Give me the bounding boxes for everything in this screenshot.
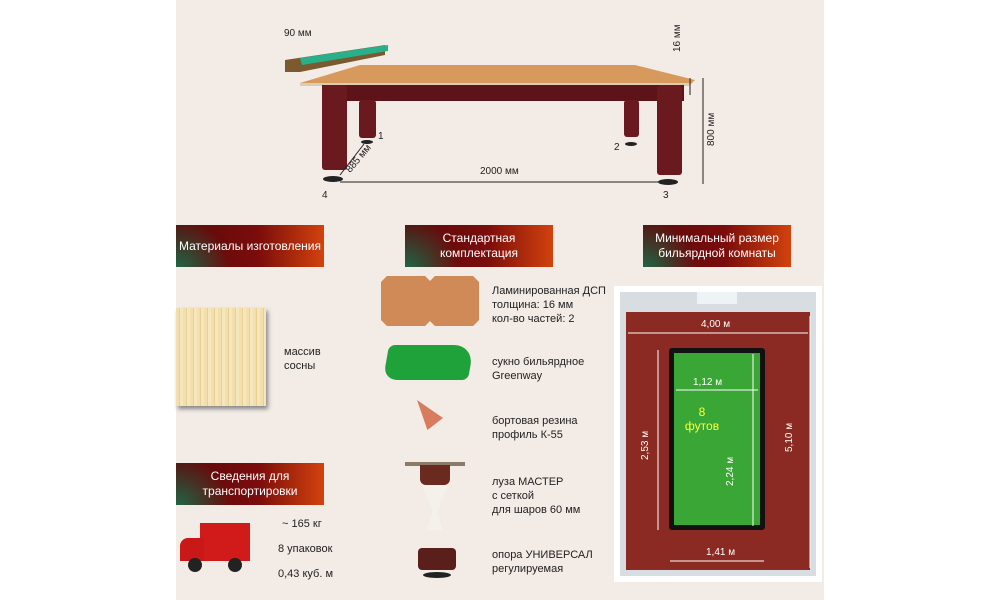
item-text: Ламинированная ДСП толщина: 16 мм кол-во… (492, 285, 606, 325)
leg-support-foot (423, 572, 451, 578)
length-label: 2000 мм (480, 166, 519, 177)
table-frame (322, 85, 684, 101)
table-diagram (285, 45, 704, 185)
height-label: 800 мм (706, 112, 717, 146)
table-size-label: 8 футов (684, 405, 720, 433)
cloth-image (382, 345, 475, 380)
play-length-label: 2,24 м (725, 456, 736, 486)
item-text: луза МАСТЕР с сеткой для шаров 60 мм (492, 476, 581, 516)
table-top (300, 65, 695, 85)
play-width-label: 1,12 м (693, 377, 723, 388)
chipboard-image (381, 276, 479, 326)
room-plan (614, 286, 822, 582)
pine-wood-image (176, 308, 266, 406)
standard-header: Стандартная комплектация (405, 225, 553, 267)
pocket-image (405, 462, 465, 466)
table-width-label: 1,41 м (706, 547, 736, 558)
window (697, 292, 737, 304)
rail-image (285, 45, 388, 72)
transport-packages: 8 упаковок (278, 543, 333, 555)
delivery-truck-image (180, 523, 260, 573)
leg-number: 3 (663, 190, 669, 201)
table-length-label: 2,53 м (640, 430, 651, 460)
item-text: бортовая резина профиль К-55 (492, 415, 578, 441)
top-thickness-label: 16 мм (672, 24, 683, 52)
item-text: опора УНИВЕРСАЛ регулируемая (492, 549, 593, 575)
billiard-table (669, 348, 765, 530)
room-header: Минимальный размер бильярдной комнаты (643, 225, 791, 267)
room-length-label: 5,10 м (784, 422, 795, 452)
transport-weight: ~ 165 кг (282, 518, 322, 530)
leg-number: 1 (378, 131, 384, 142)
transport-volume: 0,43 куб. м (278, 568, 333, 580)
leg-number: 2 (614, 142, 620, 153)
rail-width-label: 90 мм (284, 28, 312, 39)
room-width-label: 4,00 м (701, 319, 731, 330)
material-text: массив сосны (284, 346, 321, 372)
item-text: сукно бильярдное Greenway (492, 356, 585, 382)
materials-header: Материалы изготовления (176, 225, 324, 267)
transport-header: Сведения для транспортировки (176, 463, 324, 505)
leg-number: 4 (322, 190, 328, 201)
room-dimension-lines (628, 316, 811, 568)
leg-support-image (418, 548, 456, 570)
pocket-cup (420, 465, 450, 485)
